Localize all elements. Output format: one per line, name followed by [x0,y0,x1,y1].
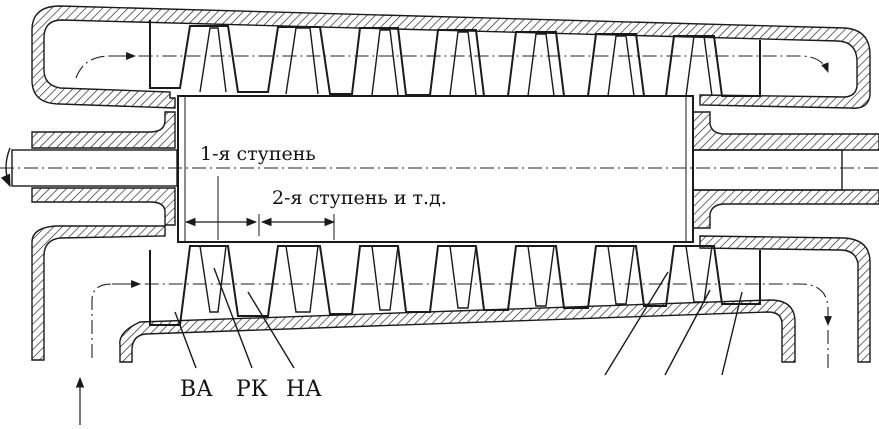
upper-casing [31,5,871,109]
rotor-drum [177,95,694,243]
label-na: НА [286,377,322,402]
stage-dimensions [184,176,336,240]
lower-flow-path [91,280,832,372]
left-end-wall-upper [31,111,176,149]
upper-blade-row [149,20,761,97]
lower-casing [31,225,871,363]
label-va: ВА [180,377,213,402]
upper-flow-path [75,52,829,79]
right-end-wall-upper [691,111,879,151]
label-stage-1: 1-я ступень [200,143,316,165]
lower-blade-row [149,245,761,326]
label-stage-2: 2-я ступень и т.д. [272,187,447,209]
rotation-arrow-icon [0,147,11,188]
leader-lines [174,267,743,376]
left-end-wall-lower [31,187,176,226]
right-end-wall-lower [691,189,879,229]
label-rk: РК [236,377,268,402]
